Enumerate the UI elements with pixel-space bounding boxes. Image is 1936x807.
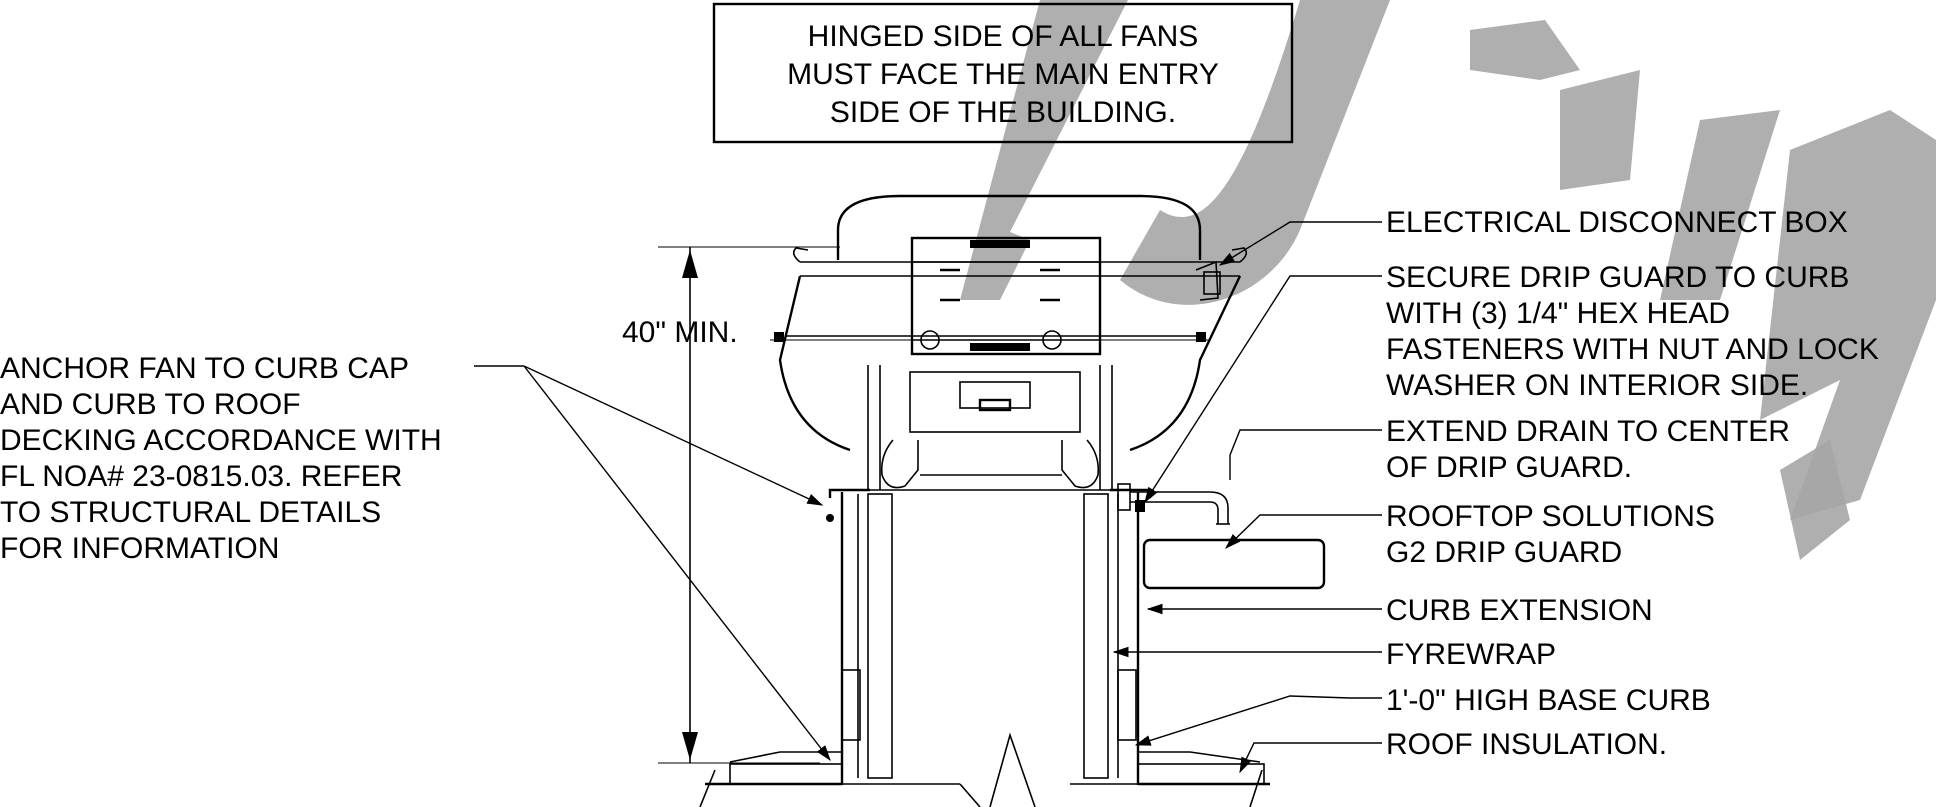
left-note: ANCHOR FAN TO CURB CAP AND CURB TO ROOF …: [0, 352, 442, 565]
curb-assembly: [826, 488, 1152, 785]
callout-fyrewrap: FYREWRAP: [1386, 638, 1556, 671]
callout-extend-drain-1: EXTEND DRAIN TO CENTER: [1386, 415, 1790, 448]
callout-rooftop-solutions-1: ROOFTOP SOLUTIONS: [1386, 500, 1715, 533]
electrical-disconnect-box: [1195, 260, 1221, 301]
note-line-2: MUST FACE THE MAIN ENTRY: [787, 58, 1219, 91]
right-callouts: ELECTRICAL DISCONNECT BOX SECURE DRIP GU…: [1386, 206, 1879, 761]
left-note-line-1: ANCHOR FAN TO CURB CAP: [0, 352, 409, 385]
drip-guard: [1142, 538, 1326, 590]
callout-drip-secure-4: WASHER ON INTERIOR SIDE.: [1386, 369, 1808, 402]
callout-curb-extension: CURB EXTENSION: [1386, 594, 1653, 627]
left-note-line-6: FOR INFORMATION: [0, 532, 279, 565]
callout-drip-secure-3: FASTENERS WITH NUT AND LOCK: [1386, 333, 1879, 366]
callout-roof-insulation: ROOF INSULATION.: [1386, 728, 1667, 761]
note-line-3: SIDE OF THE BUILDING.: [830, 96, 1176, 129]
watermark: [960, 0, 1936, 560]
exhaust-fan: [770, 194, 1248, 491]
dimension-label: 40" MIN.: [622, 316, 738, 349]
callout-drip-secure-1: SECURE DRIP GUARD TO CURB: [1386, 261, 1849, 294]
left-note-line-5: TO STRUCTURAL DETAILS: [0, 496, 381, 529]
left-note-line-3: DECKING ACCORDANCE WITH: [0, 424, 442, 457]
left-note-line-2: AND CURB TO ROOF: [0, 388, 301, 421]
left-note-leaders: [474, 365, 831, 762]
callout-rooftop-solutions-2: G2 DRIP GUARD: [1386, 536, 1622, 569]
callout-electrical-box: ELECTRICAL DISCONNECT BOX: [1386, 206, 1848, 239]
left-note-line-4: FL NOA# 23-0815.03. REFER: [0, 460, 402, 493]
right-callout-leaders: [1112, 221, 1382, 774]
callout-drip-secure-2: WITH (3) 1/4" HEX HEAD: [1386, 297, 1730, 330]
roof-section: [699, 732, 1270, 807]
dimension-40-min: [658, 246, 840, 764]
callout-extend-drain-2: OF DRIP GUARD.: [1386, 451, 1632, 484]
note-line-1: HINGED SIDE OF ALL FANS: [808, 20, 1199, 53]
note-box: [712, 2, 1294, 144]
callout-base-curb: 1'-0" HIGH BASE CURB: [1386, 684, 1711, 717]
